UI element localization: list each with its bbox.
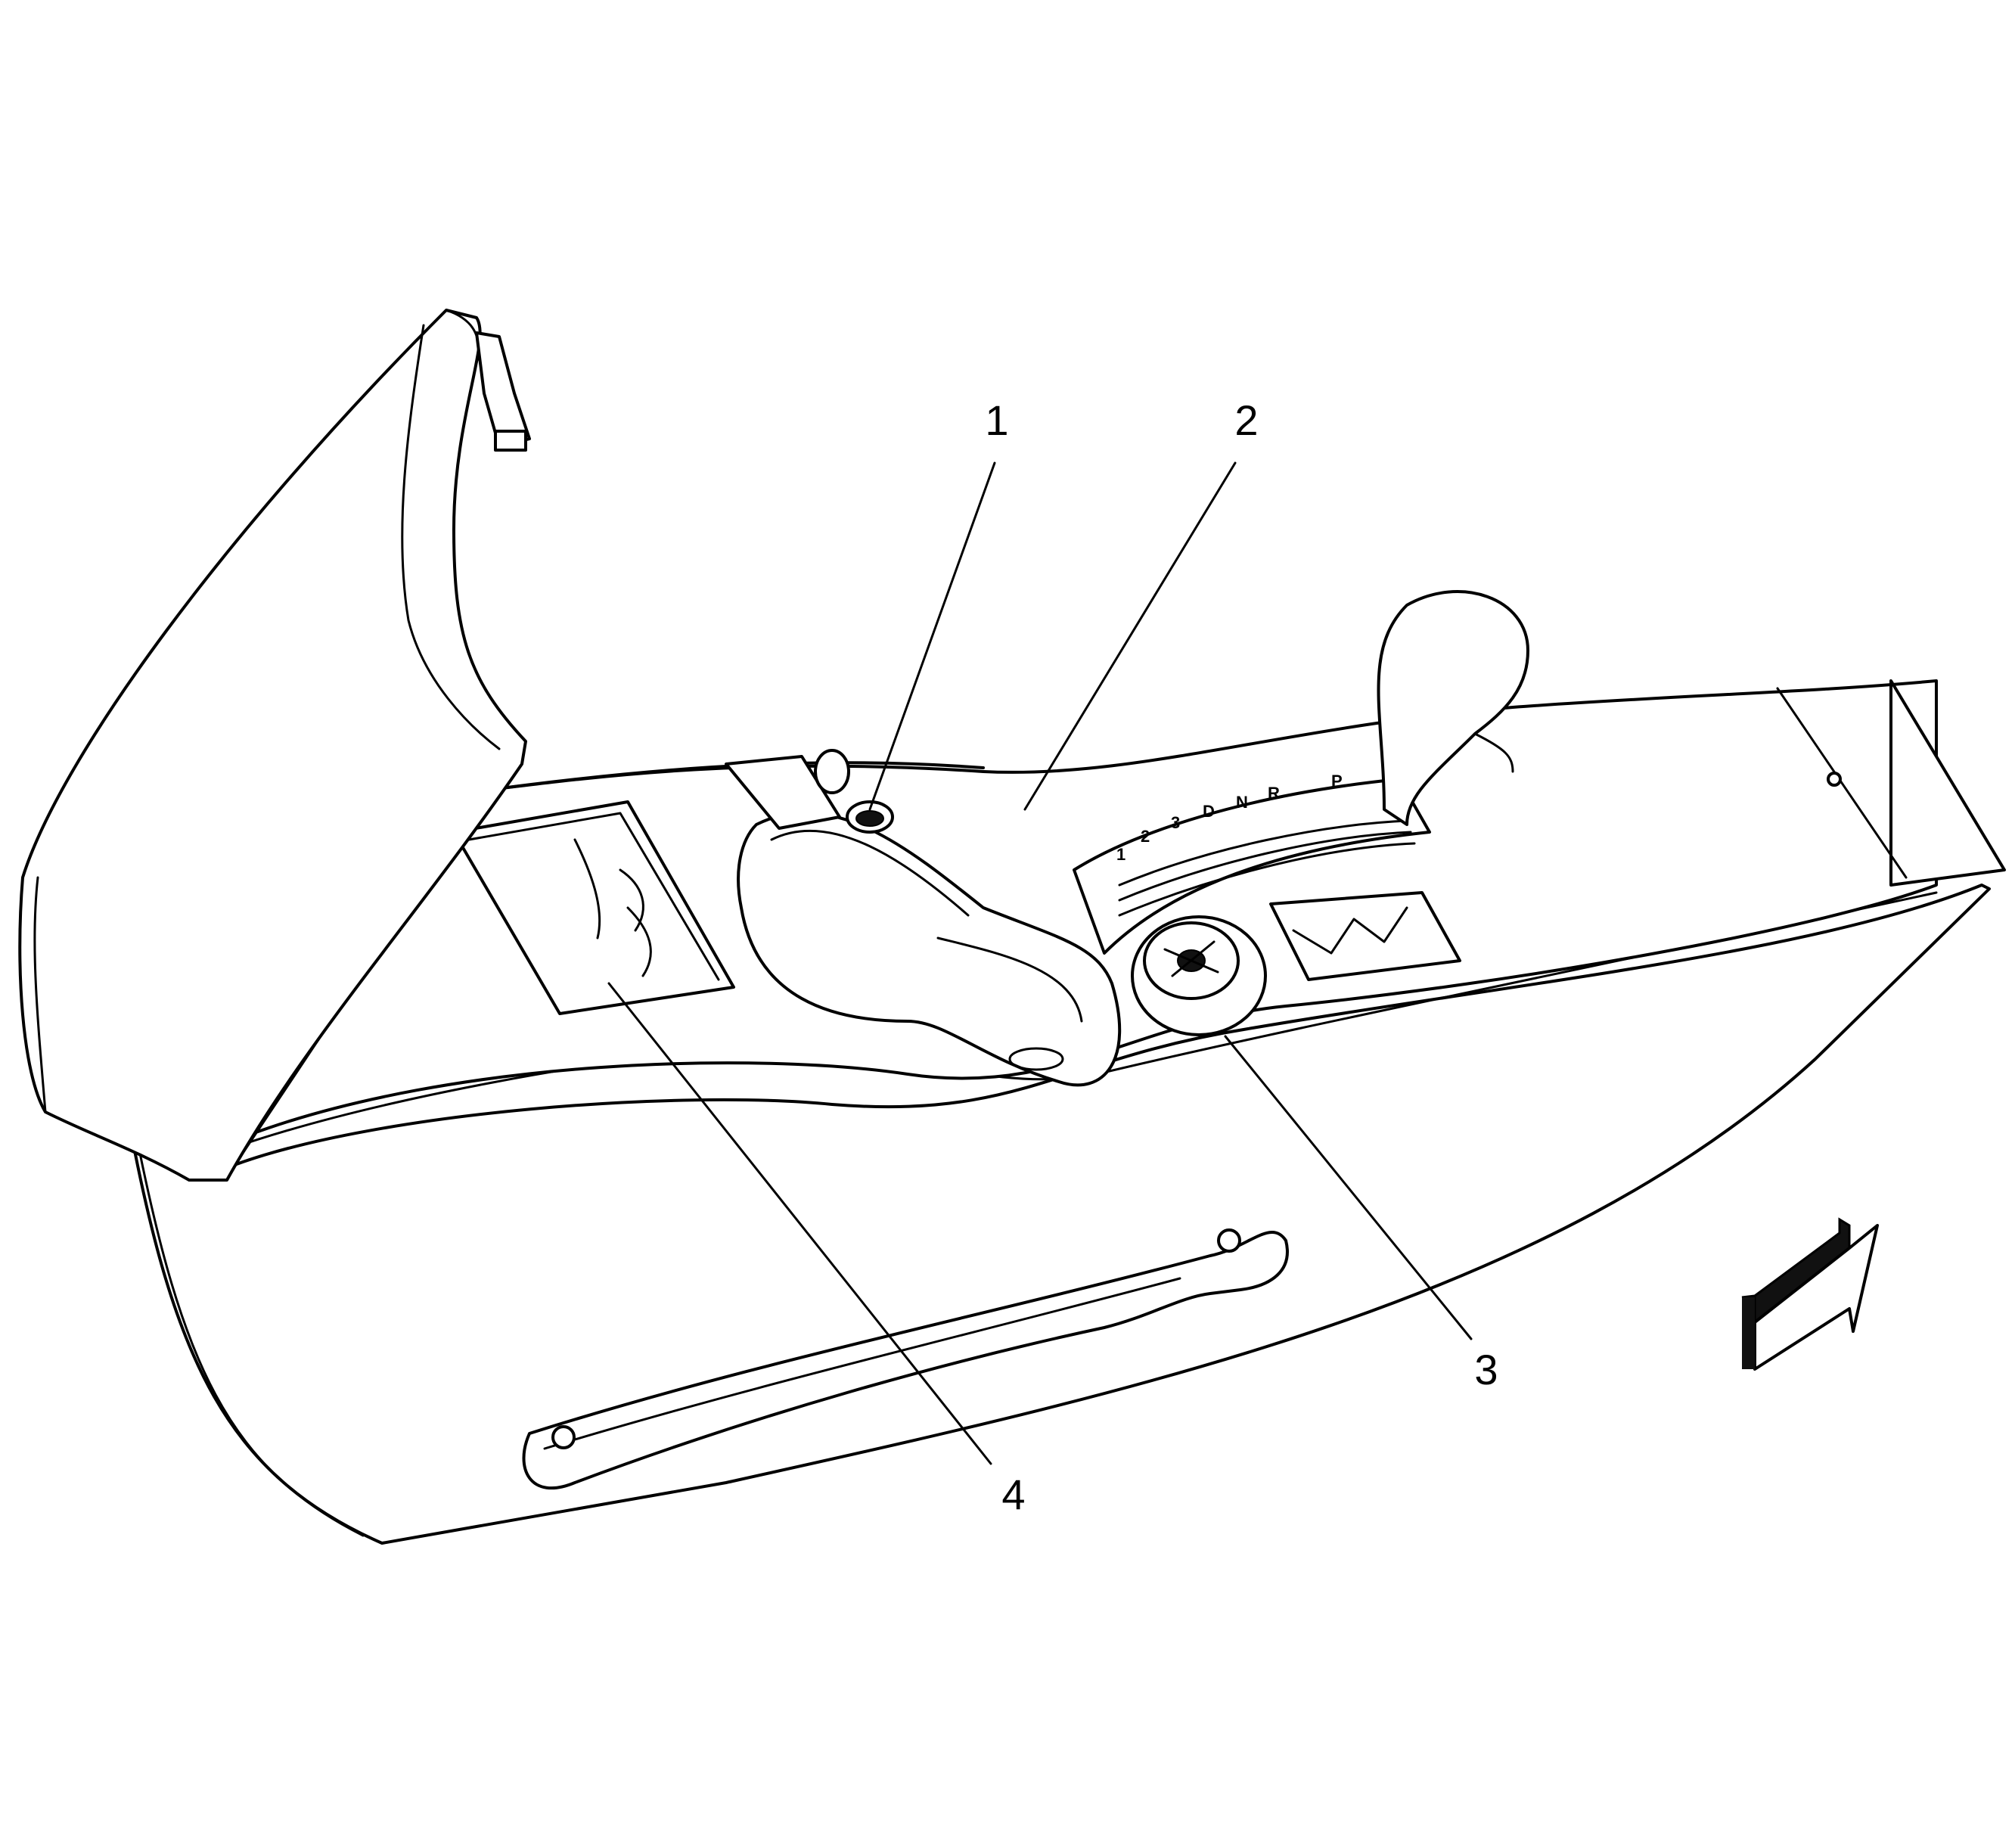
console-body [127,884,1991,1545]
mode-selector-knob [1131,915,1267,1036]
leader-line-2 [1023,461,1237,811]
callout-2: 2 [1234,396,1258,444]
forward-arrow-icon [1741,1217,1879,1371]
armrest-lid [18,309,531,1182]
gear-indicator-p: P [1331,772,1343,790]
callout-leaders [607,461,1473,1465]
gear-indicator-2: 2 [1141,827,1150,846]
gear-indicator-d: D [1203,802,1215,821]
callout-4: 4 [1001,1471,1025,1518]
cup-holders [737,811,1122,1087]
leader-line-1 [868,461,996,811]
leader-line-3 [1224,1035,1473,1340]
callout-3: 3 [1474,1346,1498,1393]
leader-line-4 [607,982,992,1465]
gear-indicator-n: N [1236,793,1248,812]
rear-tray [1269,891,1461,981]
shift-lever-area [1073,590,2006,955]
gear-indicator-3: 3 [1171,813,1180,832]
console-top [233,679,1938,1166]
gear-indicator: 1 2 3 D N R P [1116,772,1343,864]
gear-indicator-1: 1 [1116,845,1125,864]
callout-labels: 1 2 3 4 [985,396,1498,1518]
accessory-power-outlet [725,749,894,834]
callout-1: 1 [985,396,1008,444]
gear-indicator-r: R [1268,784,1280,803]
